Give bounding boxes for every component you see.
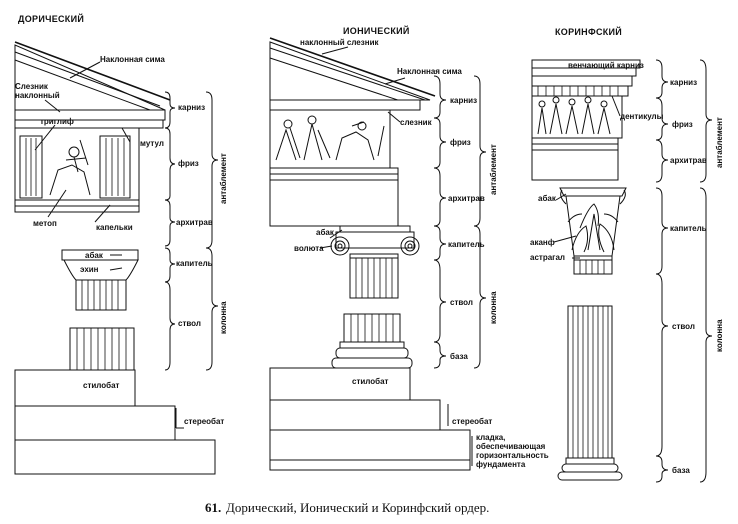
label-line: фундамента bbox=[476, 460, 526, 469]
label-line: горизонтальность bbox=[476, 451, 549, 460]
doric-shaft-lower bbox=[69, 327, 135, 371]
doric-label-column: колонна bbox=[219, 301, 228, 334]
ionic-label-capital: капитель bbox=[448, 240, 485, 249]
label-line: обеспечивающая bbox=[476, 442, 546, 451]
title-doric: ДОРИЧЕСКИЙ bbox=[18, 13, 84, 24]
doric-label-mutule: мутул bbox=[140, 139, 164, 148]
doric-label-architrave: архитрав bbox=[176, 218, 213, 227]
doric-label-frieze: фриз bbox=[178, 159, 199, 168]
ionic-cornice bbox=[269, 99, 421, 111]
ionic-label-column: колонна bbox=[489, 291, 498, 324]
corinthian-label-dentils: дентикулы bbox=[620, 112, 664, 121]
corinthian-label-abacus: абак bbox=[538, 194, 557, 203]
corinthian-shaft bbox=[567, 305, 613, 459]
doric-label-stereobate: стереобат bbox=[184, 417, 224, 426]
ionic-foundation bbox=[269, 459, 471, 471]
doric-architrave bbox=[14, 205, 140, 213]
corinthian-frieze-relief bbox=[537, 96, 611, 135]
caption-text: Дорический, Ионический и Коринфский орде… bbox=[226, 500, 489, 515]
corinthian-label-cornice: карниз bbox=[670, 78, 697, 87]
ionic-label-stylobate: стилобат bbox=[352, 377, 389, 386]
doric-order: ДОРИЧЕСКИЙ bbox=[14, 13, 228, 475]
doric-label-abacus: абак bbox=[85, 251, 104, 260]
ionic-label-frieze: фриз bbox=[450, 138, 471, 147]
corinthian-label-architrave: архитрав bbox=[670, 156, 707, 165]
corinthian-label-entablature: антаблемент bbox=[715, 117, 724, 168]
doric-stereobate bbox=[14, 405, 176, 441]
doric-label-capital: капитель bbox=[176, 259, 213, 268]
ionic-frieze-relief bbox=[275, 115, 385, 161]
ionic-stylobate bbox=[269, 367, 411, 401]
doric-metope-relief bbox=[49, 139, 91, 196]
corinthian-order: КОРИНФСКИЙ bbox=[530, 26, 724, 483]
ionic-stereobate bbox=[269, 399, 441, 431]
doric-label-echinus: эхин bbox=[80, 265, 99, 274]
ionic-label-architrave: архитрав bbox=[448, 194, 485, 203]
doric-label-guttae: капельки bbox=[96, 223, 133, 232]
corinthian-label-column: колонна bbox=[715, 319, 724, 352]
ionic-label-slant-geison: наклонный слезник bbox=[300, 38, 379, 47]
ionic-label-sima: Наклонная сима bbox=[397, 67, 462, 76]
title-ionic: ИОНИЧЕСКИЙ bbox=[343, 25, 410, 36]
doric-label-sima: Наклонная сима bbox=[100, 55, 165, 64]
ionic-label-stereobate: стереобат bbox=[452, 417, 492, 426]
caption-number: 61. bbox=[205, 500, 221, 515]
corinthian-label-capital: капитель bbox=[670, 224, 707, 233]
doric-label-shaft: ствол bbox=[178, 319, 201, 328]
ionic-label-shaft: ствол bbox=[450, 298, 473, 307]
corinthian-abacus bbox=[559, 187, 627, 197]
corinthian-label-base: база bbox=[672, 466, 690, 475]
doric-label-entablature: антаблемент bbox=[219, 153, 228, 204]
label-line: наклонный bbox=[15, 91, 60, 100]
figure-caption: 61. Дорический, Ионический и Коринфский … bbox=[205, 500, 489, 515]
corinthian-cornice bbox=[531, 75, 633, 87]
ionic-label-entablature: антаблемент bbox=[489, 144, 498, 195]
corinthian-label-shaft: ствол bbox=[672, 322, 695, 331]
ionic-architrave bbox=[269, 179, 399, 227]
ionic-label-volute: волюта bbox=[294, 244, 324, 253]
doric-stylobate bbox=[14, 369, 136, 407]
ionic-abacus bbox=[339, 225, 411, 233]
doric-cornice bbox=[14, 109, 166, 121]
doric-label-triglyph: триглиф bbox=[40, 117, 74, 126]
corinthian-dentils bbox=[531, 85, 629, 97]
corinthian-label-crowning-cornice: венчающий карниз bbox=[568, 61, 644, 70]
doric-triglyphs bbox=[19, 135, 131, 199]
corinthian-architrave bbox=[531, 149, 619, 181]
doric-echinus bbox=[63, 259, 139, 281]
corinthian-label-astragal: астрагал bbox=[530, 253, 565, 262]
corinthian-acanthus bbox=[560, 189, 626, 253]
ionic-base bbox=[335, 347, 409, 359]
ionic-label-cornice: карниз bbox=[450, 96, 477, 105]
doric-label-metope: метоп bbox=[33, 219, 57, 228]
doric-label-cornice: карниз bbox=[178, 103, 205, 112]
ionic-label-base: база bbox=[450, 352, 468, 361]
doric-label-stylobate: стилобат bbox=[83, 381, 120, 390]
ionic-order: ИОНИЧЕСКИЙ bbox=[269, 25, 549, 471]
ionic-label-geison: слезник bbox=[400, 118, 433, 127]
ionic-frieze bbox=[269, 109, 391, 169]
corinthian-base bbox=[561, 463, 619, 473]
title-corinthian: КОРИНФСКИЙ bbox=[555, 26, 622, 37]
corinthian-label-acanthus: аканф bbox=[530, 238, 555, 247]
corinthian-label-frieze: фриз bbox=[672, 120, 693, 129]
ionic-label-abacus: абак bbox=[316, 228, 335, 237]
doric-shaft-upper bbox=[75, 279, 127, 311]
ionic-capital-body bbox=[335, 231, 415, 249]
